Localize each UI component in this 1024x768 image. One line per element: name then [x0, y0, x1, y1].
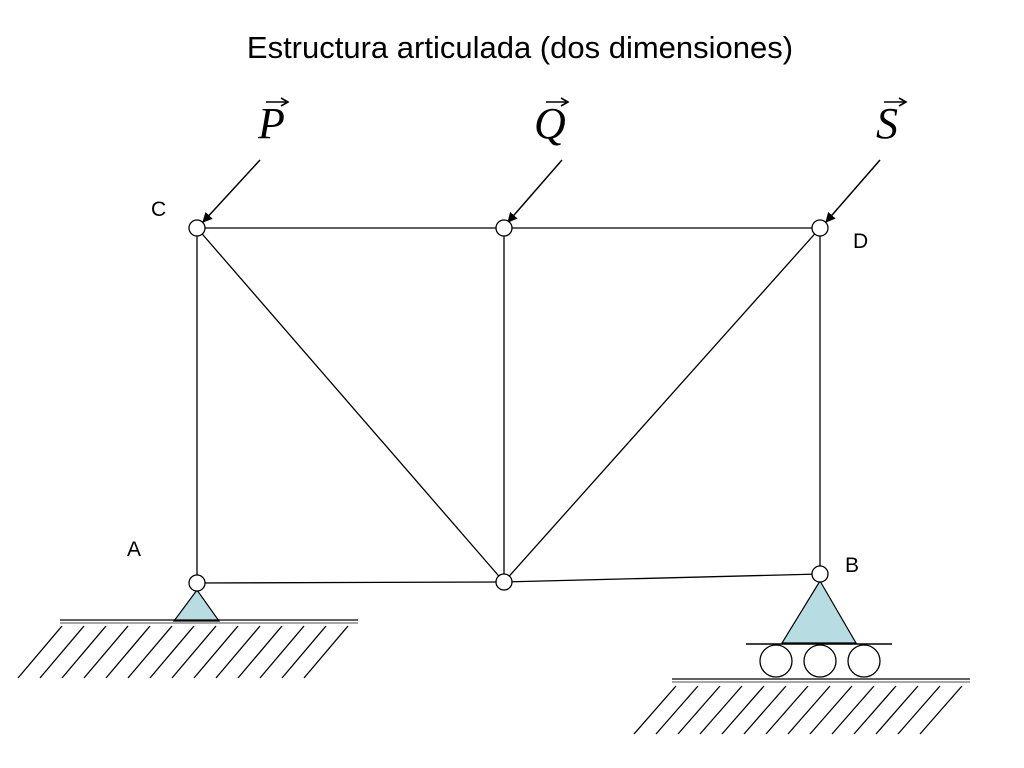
joint-bottom-middle — [495, 573, 513, 591]
force-label-p-group: P — [257, 97, 290, 148]
force-arrow-p — [202, 159, 261, 223]
support-b-triangle — [780, 579, 858, 644]
support-b-roller — [633, 579, 970, 735]
diagram-title: Estructura articulada (dos dimensiones) — [246, 30, 794, 65]
member-diagonal-right — [503, 227, 821, 583]
force-label-q: Q — [534, 99, 566, 148]
member-bottom-left — [196, 581, 505, 584]
force-arrow-s — [825, 159, 881, 223]
node-label-b: B — [845, 554, 859, 577]
joint-a — [188, 574, 206, 592]
joint-c — [188, 219, 206, 237]
member-diagonal-left — [196, 227, 505, 583]
joint-d — [811, 219, 829, 237]
vector-arrowhead-icon — [560, 97, 570, 107]
node-label-d: D — [853, 230, 868, 253]
force-arrows — [202, 159, 881, 223]
support-a-triangle — [172, 588, 221, 622]
truss-joints — [188, 219, 829, 592]
force-label-q-group: Q — [534, 97, 570, 148]
support-a-pinned — [17, 588, 358, 679]
force-arrow-q — [507, 159, 563, 223]
roller-wheel-1 — [759, 644, 793, 678]
vector-arrowhead-icon — [898, 97, 908, 107]
force-label-p: P — [257, 99, 285, 148]
roller-wheel-3 — [847, 644, 881, 678]
node-label-c: C — [151, 198, 166, 221]
joint-top-middle — [495, 219, 513, 237]
node-label-a: A — [127, 538, 141, 561]
vector-arrowhead-icon — [280, 97, 290, 107]
member-bottom-right — [503, 573, 821, 583]
roller-wheel-2 — [803, 644, 837, 678]
force-label-s-group: S — [876, 97, 908, 148]
force-label-s: S — [876, 99, 898, 148]
ground-hatch-b — [633, 685, 963, 735]
ground-hatch-a — [17, 625, 349, 679]
truss-members — [196, 227, 821, 584]
joint-b — [811, 565, 829, 583]
